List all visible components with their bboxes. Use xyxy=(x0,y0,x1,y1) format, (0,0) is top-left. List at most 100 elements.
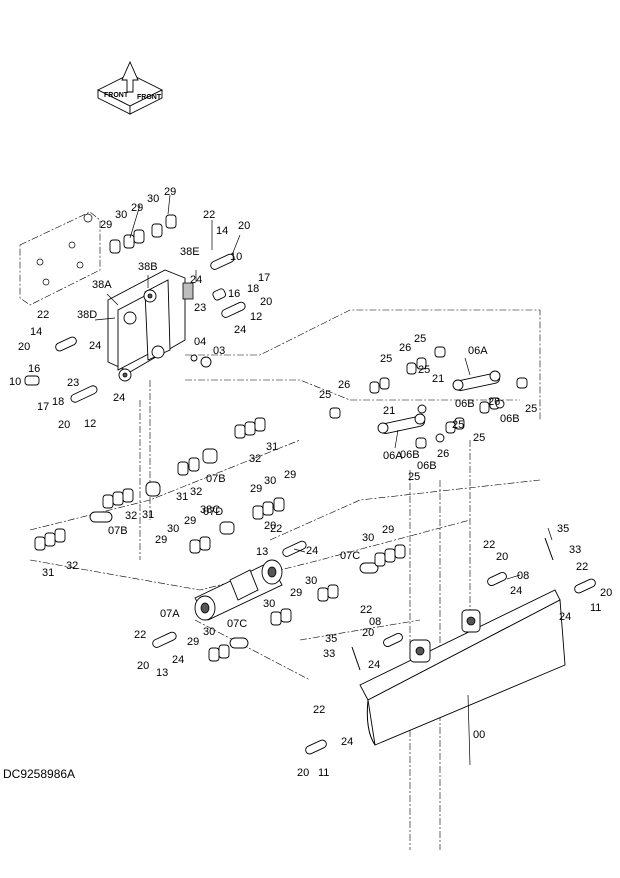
part-callout-33: 33 xyxy=(323,648,335,660)
part-callout-00: 00 xyxy=(473,729,485,741)
part-callout-32: 32 xyxy=(66,560,78,572)
part-callout-26: 26 xyxy=(338,379,350,391)
part-callout-29: 29 xyxy=(155,534,167,546)
links xyxy=(329,346,528,449)
part-callout-26: 26 xyxy=(488,396,500,408)
part-callout-06b: 06B xyxy=(417,460,437,472)
part-callout-31: 31 xyxy=(42,567,54,579)
part-callout-06b: 06B xyxy=(500,413,520,425)
part-callout-22: 22 xyxy=(270,523,282,535)
figure-code: DC9258986A xyxy=(3,767,76,781)
part-callout-23: 23 xyxy=(67,377,79,389)
part-callout-03: 03 xyxy=(213,345,225,357)
part-callout-30: 30 xyxy=(362,532,374,544)
part-callout-25: 25 xyxy=(473,432,485,444)
assembly-lines xyxy=(29,309,541,850)
part-callout-24: 24 xyxy=(341,736,353,748)
part-callout-18: 18 xyxy=(52,396,64,408)
front-marker-icon: FRONT FRONT xyxy=(96,60,164,115)
part-callout-25: 25 xyxy=(408,471,420,483)
front-label-left: FRONT xyxy=(104,92,129,99)
part-callout-20: 20 xyxy=(260,296,272,308)
part-callout-38e: 38E xyxy=(180,246,200,258)
part-callout-07c: 07C xyxy=(227,618,247,630)
part-callout-38a: 38A xyxy=(92,279,112,291)
part-callout-16: 16 xyxy=(228,288,240,300)
part-callout-20: 20 xyxy=(58,419,70,431)
part-callout-29: 29 xyxy=(250,483,262,495)
blade xyxy=(359,589,566,746)
part-callout-20: 20 xyxy=(18,341,30,353)
part-callout-30: 30 xyxy=(263,598,275,610)
part-callout-25: 25 xyxy=(525,403,537,415)
part-callout-32: 32 xyxy=(125,510,137,522)
part-callout-22: 22 xyxy=(203,209,215,221)
part-callout-22: 22 xyxy=(360,604,372,616)
part-callout-24: 24 xyxy=(559,611,571,623)
part-callout-22: 22 xyxy=(134,629,146,641)
part-callout-12: 12 xyxy=(250,311,262,323)
part-callout-14: 14 xyxy=(30,326,42,338)
part-callout-07b: 07B xyxy=(206,473,226,485)
bushes-mid xyxy=(34,417,285,554)
part-callout-24: 24 xyxy=(510,585,522,597)
part-callout-07d: 07D xyxy=(203,506,223,518)
part-callout-12: 12 xyxy=(84,418,96,430)
part-callout-24: 24 xyxy=(306,545,318,557)
part-callout-20: 20 xyxy=(264,520,276,532)
leader-lines xyxy=(94,194,553,766)
part-callout-20: 20 xyxy=(137,660,149,672)
part-callout-17: 17 xyxy=(37,401,49,413)
part-callout-07b: 07B xyxy=(108,525,128,537)
shim-stack-top xyxy=(109,214,177,254)
part-callout-25: 25 xyxy=(380,353,392,365)
part-callout-24: 24 xyxy=(368,659,380,671)
part-callout-22: 22 xyxy=(313,704,325,716)
part-callout-33: 33 xyxy=(569,544,581,556)
part-callout-16: 16 xyxy=(28,363,40,375)
part-callout-26: 26 xyxy=(437,448,449,460)
part-callout-38d: 38D xyxy=(77,309,97,321)
part-callout-23: 23 xyxy=(194,302,206,314)
part-callout-06b: 06B xyxy=(455,398,475,410)
part-callout-25: 25 xyxy=(418,364,430,376)
part-callout-21: 21 xyxy=(383,405,395,417)
part-callout-10: 10 xyxy=(230,251,242,263)
part-callout-14: 14 xyxy=(216,225,228,237)
part-callout-38c: 38C xyxy=(200,504,220,516)
part-callout-31: 31 xyxy=(266,441,278,453)
part-callout-22: 22 xyxy=(483,539,495,551)
part-callout-24: 24 xyxy=(190,274,202,286)
part-callout-20: 20 xyxy=(600,587,612,599)
part-callout-06a: 06A xyxy=(383,450,403,462)
part-callout-30: 30 xyxy=(264,475,276,487)
part-callout-11: 11 xyxy=(318,767,329,779)
part-callout-35: 35 xyxy=(325,633,337,645)
part-callout-18: 18 xyxy=(247,283,259,295)
part-callout-04: 04 xyxy=(194,336,206,348)
part-callout-17: 17 xyxy=(258,272,270,284)
part-callout-20: 20 xyxy=(362,627,374,639)
part-callout-29: 29 xyxy=(131,202,143,214)
pins-upper xyxy=(24,253,246,403)
part-callout-11: 11 xyxy=(590,602,601,614)
part-callout-38b: 38B xyxy=(138,261,158,273)
part-callout-31: 31 xyxy=(142,509,154,521)
part-callout-30: 30 xyxy=(147,193,159,205)
part-callout-30: 30 xyxy=(167,523,179,535)
part-callout-30: 30 xyxy=(203,626,215,638)
part-callout-08: 08 xyxy=(369,616,381,628)
part-callout-06b: 06B xyxy=(400,449,420,461)
part-callout-22: 22 xyxy=(37,309,49,321)
part-callout-29: 29 xyxy=(184,515,196,527)
part-callout-24: 24 xyxy=(234,324,246,336)
part-callout-25: 25 xyxy=(452,419,464,431)
part-callout-20: 20 xyxy=(297,767,309,779)
part-callout-20: 20 xyxy=(496,551,508,563)
part-callout-20: 20 xyxy=(238,220,250,232)
part-callout-10: 10 xyxy=(9,376,21,388)
part-callout-31: 31 xyxy=(176,491,188,503)
part-callout-24: 24 xyxy=(89,340,101,352)
